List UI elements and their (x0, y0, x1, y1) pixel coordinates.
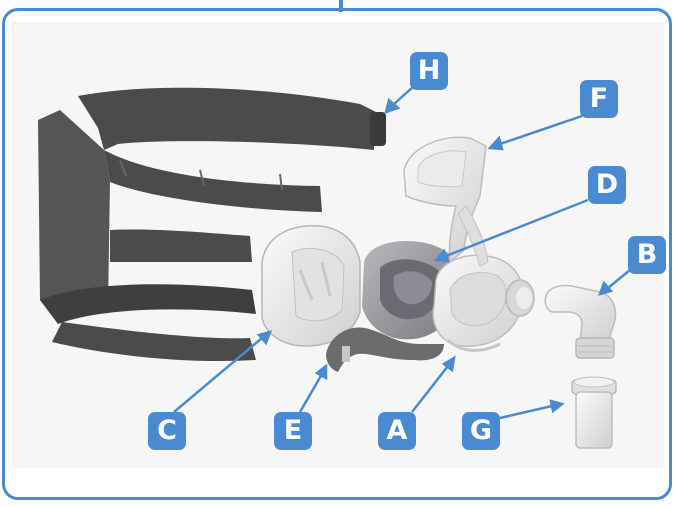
label-c: C (148, 412, 186, 450)
frame-top-tick (339, 0, 343, 12)
label-d: D (588, 166, 626, 204)
headgear-part-h (38, 87, 386, 362)
label-e: E (274, 412, 312, 450)
elbow-part-b (544, 284, 617, 359)
label-g: G (462, 412, 500, 450)
label-b: B (628, 236, 666, 274)
clip-part-e (326, 327, 444, 372)
leader-lines (173, 85, 631, 420)
swivel-part-g (571, 376, 617, 449)
label-a: A (378, 412, 416, 450)
label-h: H (410, 52, 448, 90)
frame-part-a (432, 254, 535, 352)
cushion-clip-part-c (261, 225, 361, 347)
label-f: F (580, 80, 618, 118)
